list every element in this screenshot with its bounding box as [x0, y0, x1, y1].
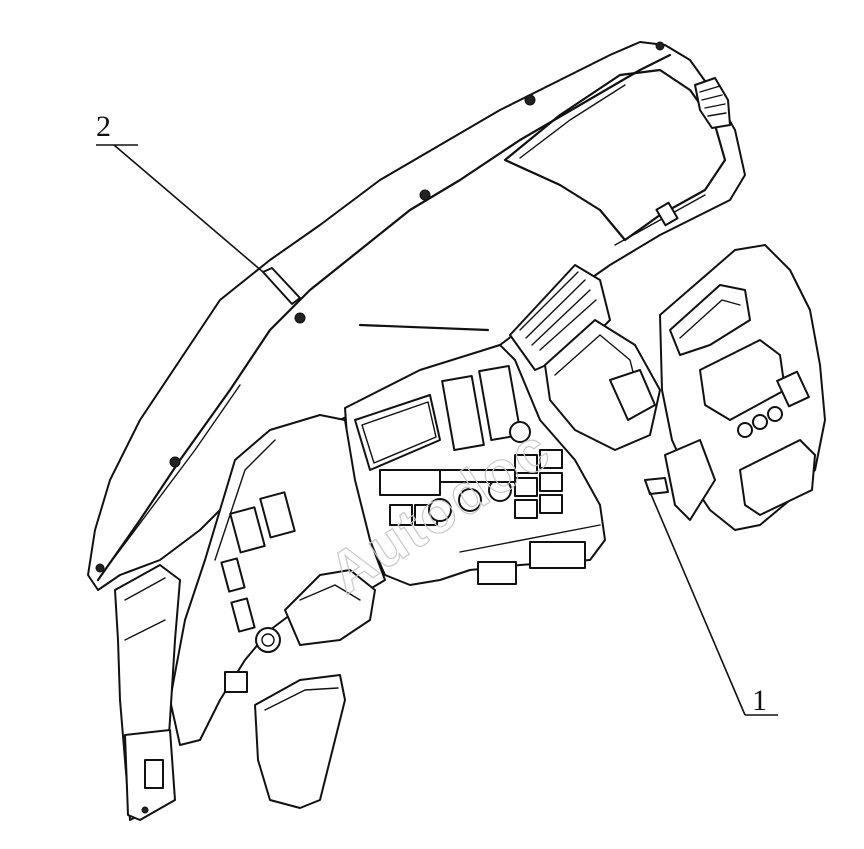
item-2-clip	[96, 144, 301, 305]
item-1-fastener	[644, 477, 778, 716]
center-vent-assembly	[509, 264, 661, 451]
driver-lower-panel	[169, 414, 386, 746]
callout-1-label: 1	[752, 684, 767, 717]
climate-control-knobs	[428, 469, 516, 522]
passenger-upper-panel	[503, 68, 731, 246]
switch-bank-right	[514, 449, 563, 519]
left-support-bracket	[114, 564, 181, 821]
lower-storage-bin	[254, 674, 346, 809]
center-console	[344, 323, 606, 586]
right-side-trim-panel	[651, 244, 826, 531]
callout-2-label: 2	[96, 110, 111, 143]
